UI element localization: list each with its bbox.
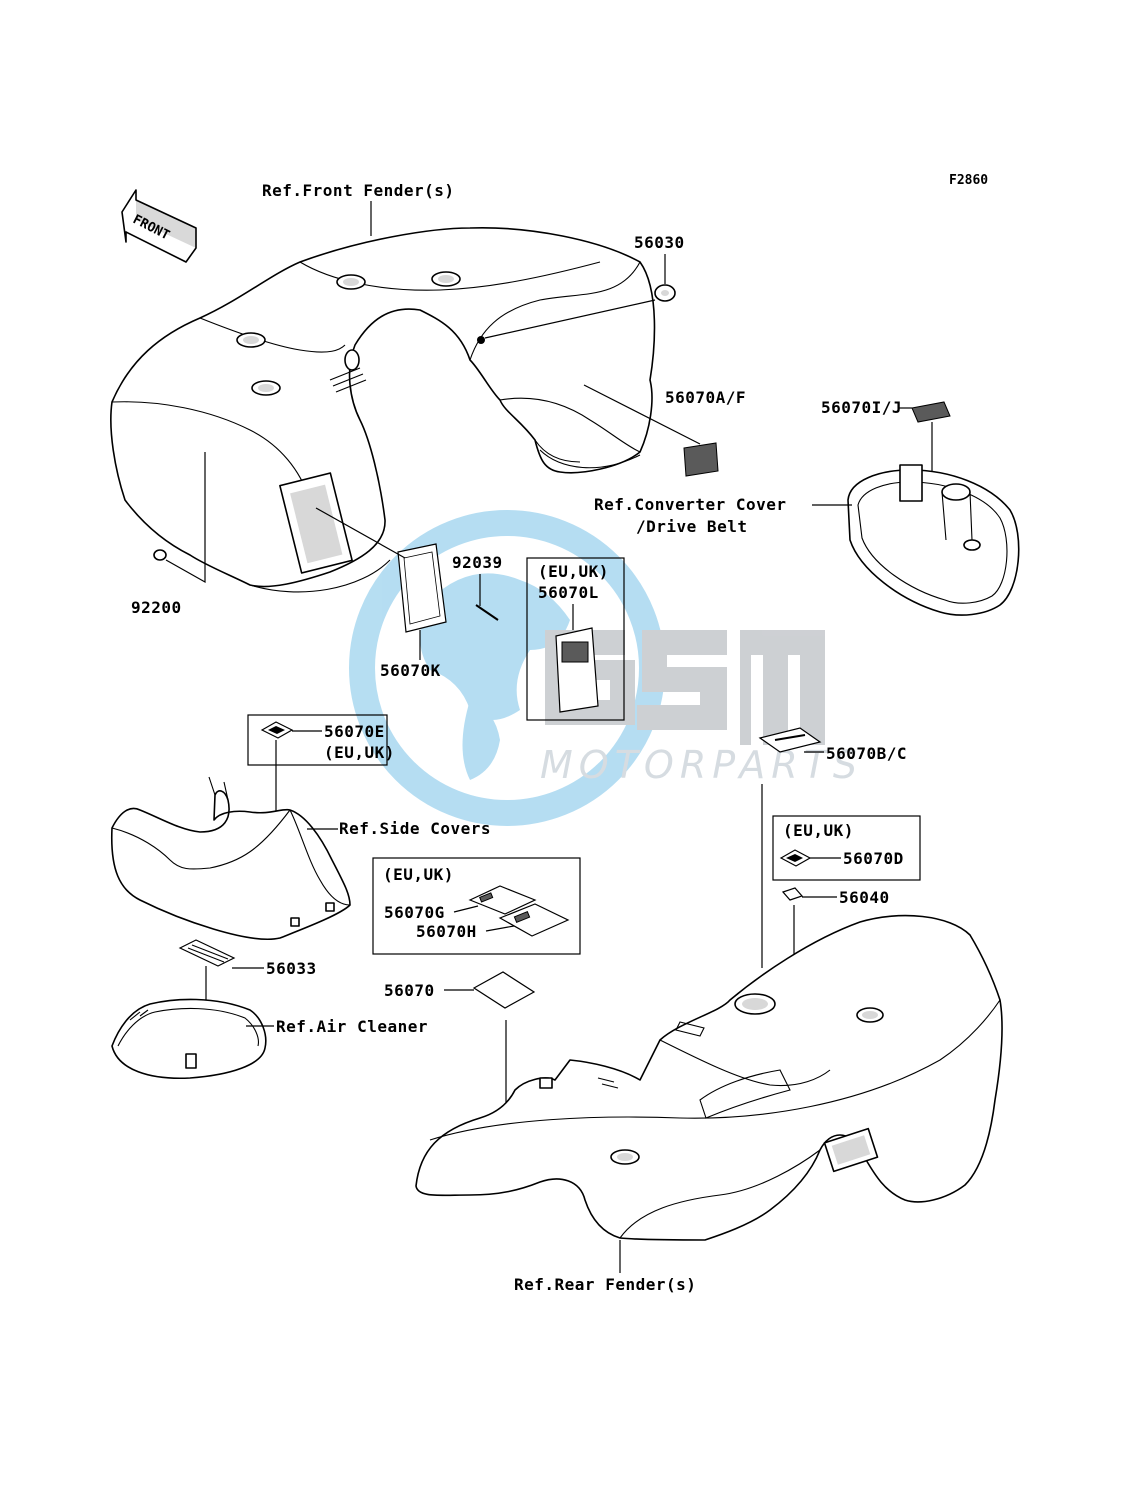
part-56070g-decal (468, 885, 537, 915)
ref-side-covers-label: Ref.Side Covers (339, 819, 491, 838)
part-56040-label: 56040 (839, 888, 890, 907)
region-note-l: (EU,UK) (538, 562, 609, 581)
part-56070d-decal (779, 849, 812, 867)
region-note-e: (EU,UK) (324, 743, 395, 762)
leader-56070af (583, 384, 701, 445)
part-56070e-label: 56070E (324, 722, 385, 741)
part-56070bc-label: 56070B/C (826, 744, 907, 763)
part-92039-drawing (475, 604, 499, 621)
part-56030-drawing (654, 284, 676, 302)
part-56033-decal (178, 939, 236, 967)
part-56070af-label: 56070A/F (665, 388, 746, 407)
part-56070l-label: 56070L (538, 583, 599, 602)
part-56070d-label: 56070D (843, 849, 904, 868)
ref-front-fender-label: Ref.Front Fender(s) (262, 181, 455, 200)
leader-56030-b (484, 299, 656, 339)
part-56030-label: 56030 (634, 233, 685, 252)
part-56070h-label: 56070H (416, 922, 477, 941)
front-fender-drawing (110, 227, 656, 593)
front-arrow-icon: FRONT (121, 189, 197, 263)
part-56070-decal (472, 971, 536, 1009)
air-cleaner-drawing (111, 998, 267, 1080)
watermark-text: MOTORPARTS (540, 743, 863, 787)
part-56070k-label: 56070K (380, 661, 441, 680)
part-56033-label: 56033 (266, 959, 317, 978)
side-covers-drawing (110, 776, 351, 940)
part-56070l-decal (555, 627, 599, 713)
part-56070ij-label: 56070I/J (821, 398, 902, 417)
part-92039-label: 92039 (452, 553, 503, 572)
ref-converter-cover-label-2: /Drive Belt (636, 517, 747, 536)
leader-56070k-b (315, 507, 406, 559)
part-56070-label: 56070 (384, 981, 435, 1000)
part-92200-label: 92200 (131, 598, 182, 617)
part-56040-decal (781, 887, 804, 901)
ref-rear-fender-label: Ref.Rear Fender(s) (514, 1275, 696, 1294)
converter-cover-drawing (847, 464, 1020, 616)
region-note-gh: (EU,UK) (383, 865, 454, 884)
ref-air-cleaner-label: Ref.Air Cleaner (276, 1017, 428, 1036)
leader-56070g (453, 905, 479, 913)
part-56070bc-decal (758, 727, 822, 753)
part-56070g-label: 56070G (384, 903, 445, 922)
leader-92200 (165, 452, 206, 584)
region-box-56070l (526, 557, 625, 721)
region-box-56070gh (372, 857, 581, 955)
leader-56070h (485, 925, 515, 932)
part-56070h-decal (498, 903, 570, 937)
part-56070ij-decal (911, 401, 951, 423)
region-box-56070e (247, 714, 388, 766)
part-56070e-decal (260, 721, 294, 739)
region-box-56070d (772, 815, 921, 881)
part-56070af-decal (683, 442, 719, 477)
region-note-d: (EU,UK) (783, 821, 854, 840)
figure-code: F2860 (949, 173, 988, 188)
part-56070k-decal (397, 543, 447, 633)
rear-fender-drawing (415, 914, 1003, 1241)
part-92200-drawing (153, 549, 167, 561)
ref-converter-cover-label: Ref.Converter Cover (594, 495, 787, 514)
